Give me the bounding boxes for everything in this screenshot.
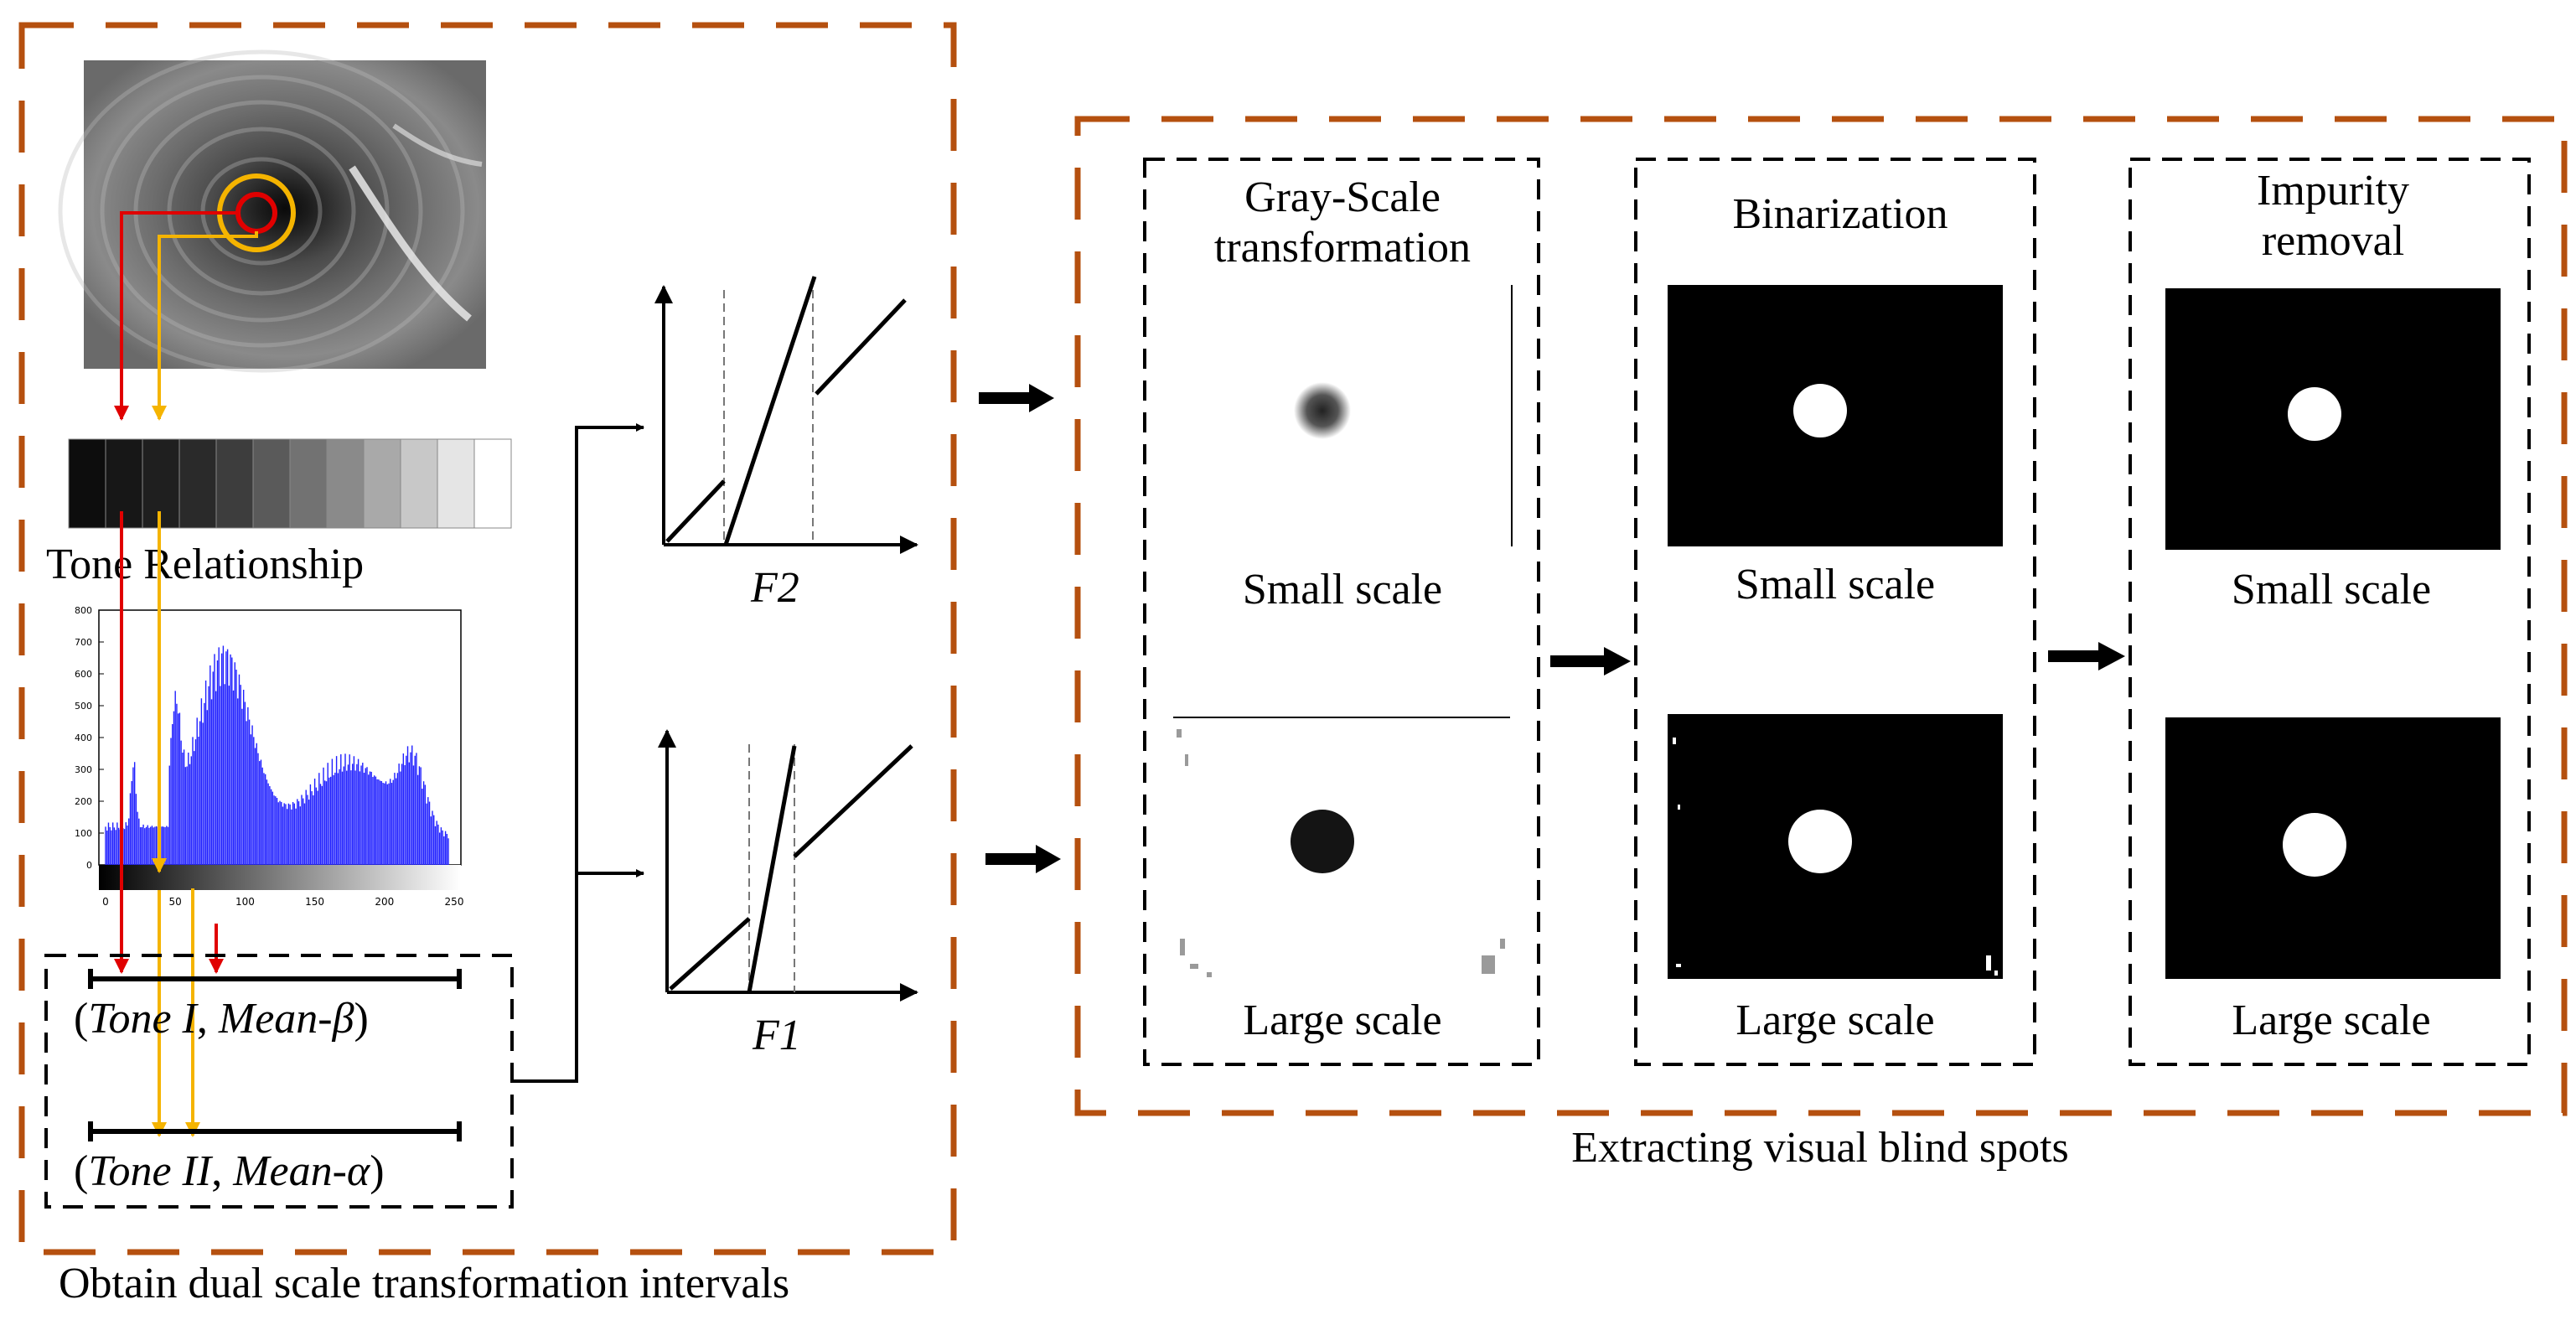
- histogram-y-tick: 100: [75, 828, 92, 839]
- right-panel-border: [1074, 116, 2568, 1116]
- arrow-to-right-bottom: [985, 845, 1061, 873]
- stage-grayscale-box: [1143, 158, 1540, 1066]
- tone-swatch: [289, 438, 328, 529]
- histogram-y-tick: 200: [75, 796, 92, 807]
- histogram-y-tick: 700: [75, 637, 92, 648]
- binarization-small-image: [1668, 285, 2003, 546]
- stage-impurity-title-line2: removal: [2262, 217, 2404, 265]
- histogram-x-tick: 100: [235, 896, 255, 908]
- stage-binarization-title-line1: Binarization: [1732, 190, 1948, 238]
- arrow-stage-2-3: [2048, 642, 2125, 670]
- f2-plot: [654, 276, 918, 554]
- tone-swatch: [326, 438, 365, 529]
- tone-swatch: [473, 438, 512, 529]
- tone-relationship-label: Tone Relationship: [46, 541, 364, 588]
- branch-connector: [512, 423, 644, 1083]
- impurity-large-image: [2165, 717, 2501, 979]
- interval-bracket-2: [88, 1121, 462, 1141]
- stage-grayscale-large-label: Large scale: [1243, 996, 1441, 1044]
- tone-bar: [68, 438, 512, 529]
- f1-plot: [658, 729, 918, 1002]
- tone-swatch: [252, 438, 291, 529]
- stage-impurity-title-line1: Impurity: [2257, 167, 2409, 215]
- stage-impurity-small-label: Small scale: [2232, 566, 2431, 613]
- histogram-y-tick: 500: [75, 701, 92, 712]
- stage-impurity-box: [2129, 158, 2531, 1066]
- stage-binarization-small-label: Small scale: [1735, 561, 1935, 608]
- histogram-x-tick: 250: [445, 896, 464, 908]
- interval-bracket-1: [88, 969, 462, 989]
- stage-grayscale-small-label: Small scale: [1243, 566, 1442, 613]
- tone-swatch: [105, 438, 143, 529]
- histogram-x-tick: 0: [102, 896, 109, 908]
- histogram-x-tick: 50: [169, 896, 182, 908]
- impurity-small-image: [2165, 288, 2501, 550]
- stage-binarization-box: [1634, 158, 2036, 1066]
- histogram-y-tick: 300: [75, 764, 92, 775]
- interval-1-label: (Tone I, Mean-β): [74, 995, 369, 1043]
- histogram-x-tick: 150: [305, 896, 324, 908]
- interval-2-label: (Tone II, Mean-α): [74, 1147, 385, 1195]
- left-panel-border: [18, 22, 957, 1255]
- tone-connectors: [114, 211, 258, 1137]
- f1-label: F1: [752, 1012, 801, 1059]
- grayscale-large-image: [1173, 717, 1510, 977]
- tone-swatch: [68, 438, 106, 529]
- arrow-to-right-top: [979, 384, 1054, 412]
- arrow-stage-1-2: [1550, 647, 1631, 676]
- tone-swatch: [178, 438, 217, 529]
- f2-label: F2: [750, 564, 799, 612]
- grayscale-small-image: [1294, 285, 1513, 546]
- left-panel-caption: Obtain dual scale transformation interva…: [59, 1260, 789, 1307]
- tone-swatch: [437, 438, 475, 529]
- tone-swatch: [215, 438, 254, 529]
- stage-binarization-large-label: Large scale: [1735, 996, 1934, 1044]
- stage-impurity-large-label: Large scale: [2232, 996, 2430, 1044]
- binarization-large-image: [1668, 714, 2003, 979]
- stage-grayscale-title-line1: Gray-Scale: [1244, 173, 1441, 221]
- histogram-y-tick: 0: [86, 860, 92, 871]
- tone-swatch: [363, 438, 401, 529]
- histogram-x-tick: 200: [375, 896, 394, 908]
- histogram-y-tick: 600: [75, 669, 92, 680]
- histogram: 0 100 200 300 400 500 600 700 800 0 50 100 150 200 25…: [75, 605, 463, 908]
- right-panel-caption: Extracting visual blind spots: [1571, 1124, 2069, 1172]
- histogram-y-tick: 800: [75, 605, 92, 616]
- stage-grayscale-title-line2: transformation: [1214, 224, 1471, 272]
- histogram-y-tick: 400: [75, 732, 92, 743]
- tone-swatch: [400, 438, 438, 529]
